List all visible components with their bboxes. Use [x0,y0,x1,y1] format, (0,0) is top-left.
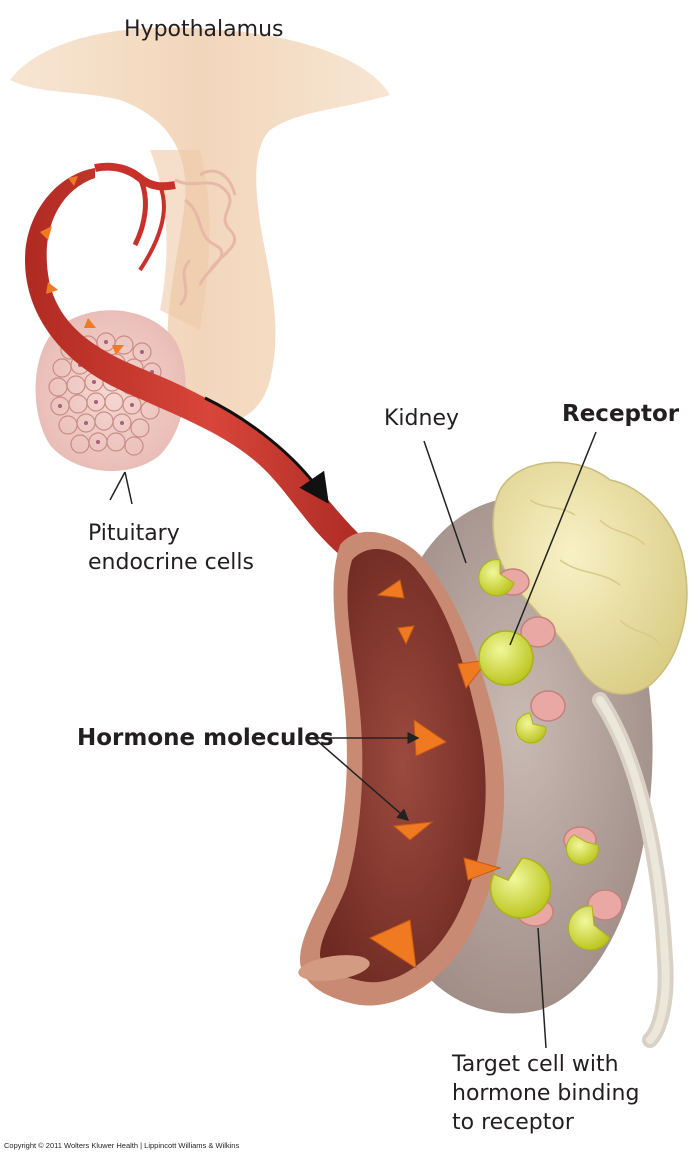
leader-lines [109,431,597,1049]
hypothalamus-label: Hypothalamus [124,17,284,42]
hormone-molecules-small [40,176,124,355]
receptor-label: Receptor [562,401,680,427]
kidney-receptors [478,559,611,951]
pituitary-cells [48,332,176,456]
receptor-lower [489,857,552,919]
receptor-upper [478,630,534,686]
capillary-network [174,169,237,307]
pituitary-label-line2: endocrine cells [88,550,254,575]
target-cell-label-line2: hormone binding [452,1081,640,1106]
target-cell-label-line3: to receptor [452,1110,574,1135]
blood-vessel [25,162,505,1006]
hormone-molecules-label: Hormone molecules [77,725,334,751]
target-cell-label-line1: Target cell with [452,1052,619,1077]
target-cells [496,568,623,927]
copyright-notice: Copyright © 2011 Wolters Kluwer Health |… [4,1141,240,1150]
pituitary-label-line1: Pituitary [88,521,180,546]
kidney-label: Kidney [384,406,460,431]
blood-flow-arrow [204,396,329,504]
